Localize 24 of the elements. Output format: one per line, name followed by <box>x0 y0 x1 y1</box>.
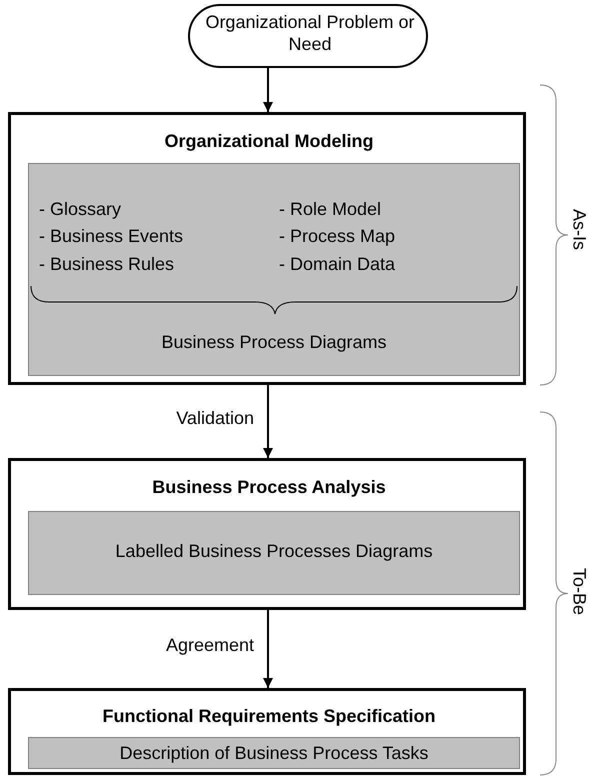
arrow <box>263 68 273 112</box>
box-title: Functional Requirements Specification <box>101 706 437 728</box>
process-box <box>8 458 526 610</box>
list-item: - Glossary <box>39 199 122 221</box>
phase-label: As-Is <box>568 209 590 250</box>
list-item: - Domain Data <box>279 254 396 276</box>
terminal-label: Organizational Problem or Need <box>204 12 416 56</box>
box-title: Business Process Analysis <box>151 477 387 499</box>
process-box <box>8 688 526 775</box>
content-panel <box>28 163 520 376</box>
content-panel <box>28 737 520 769</box>
arrow <box>263 385 273 458</box>
content-panel <box>28 511 520 595</box>
panel-text: Labelled Business Processes Diagrams <box>114 541 434 563</box>
list-item: - Process Map <box>279 226 396 248</box>
panel-text: Business Process Diagrams <box>160 332 388 354</box>
list-item: - Role Model <box>279 199 382 221</box>
box-title: Organizational Modeling <box>163 131 374 153</box>
panel-text: Description of Business Process Tasks <box>118 743 430 765</box>
process-box <box>8 112 526 385</box>
phase-label: To-Be <box>568 568 590 615</box>
arrow <box>263 610 273 688</box>
list-item: - Business Events <box>39 226 184 248</box>
list-item: - Business Rules <box>39 254 174 276</box>
